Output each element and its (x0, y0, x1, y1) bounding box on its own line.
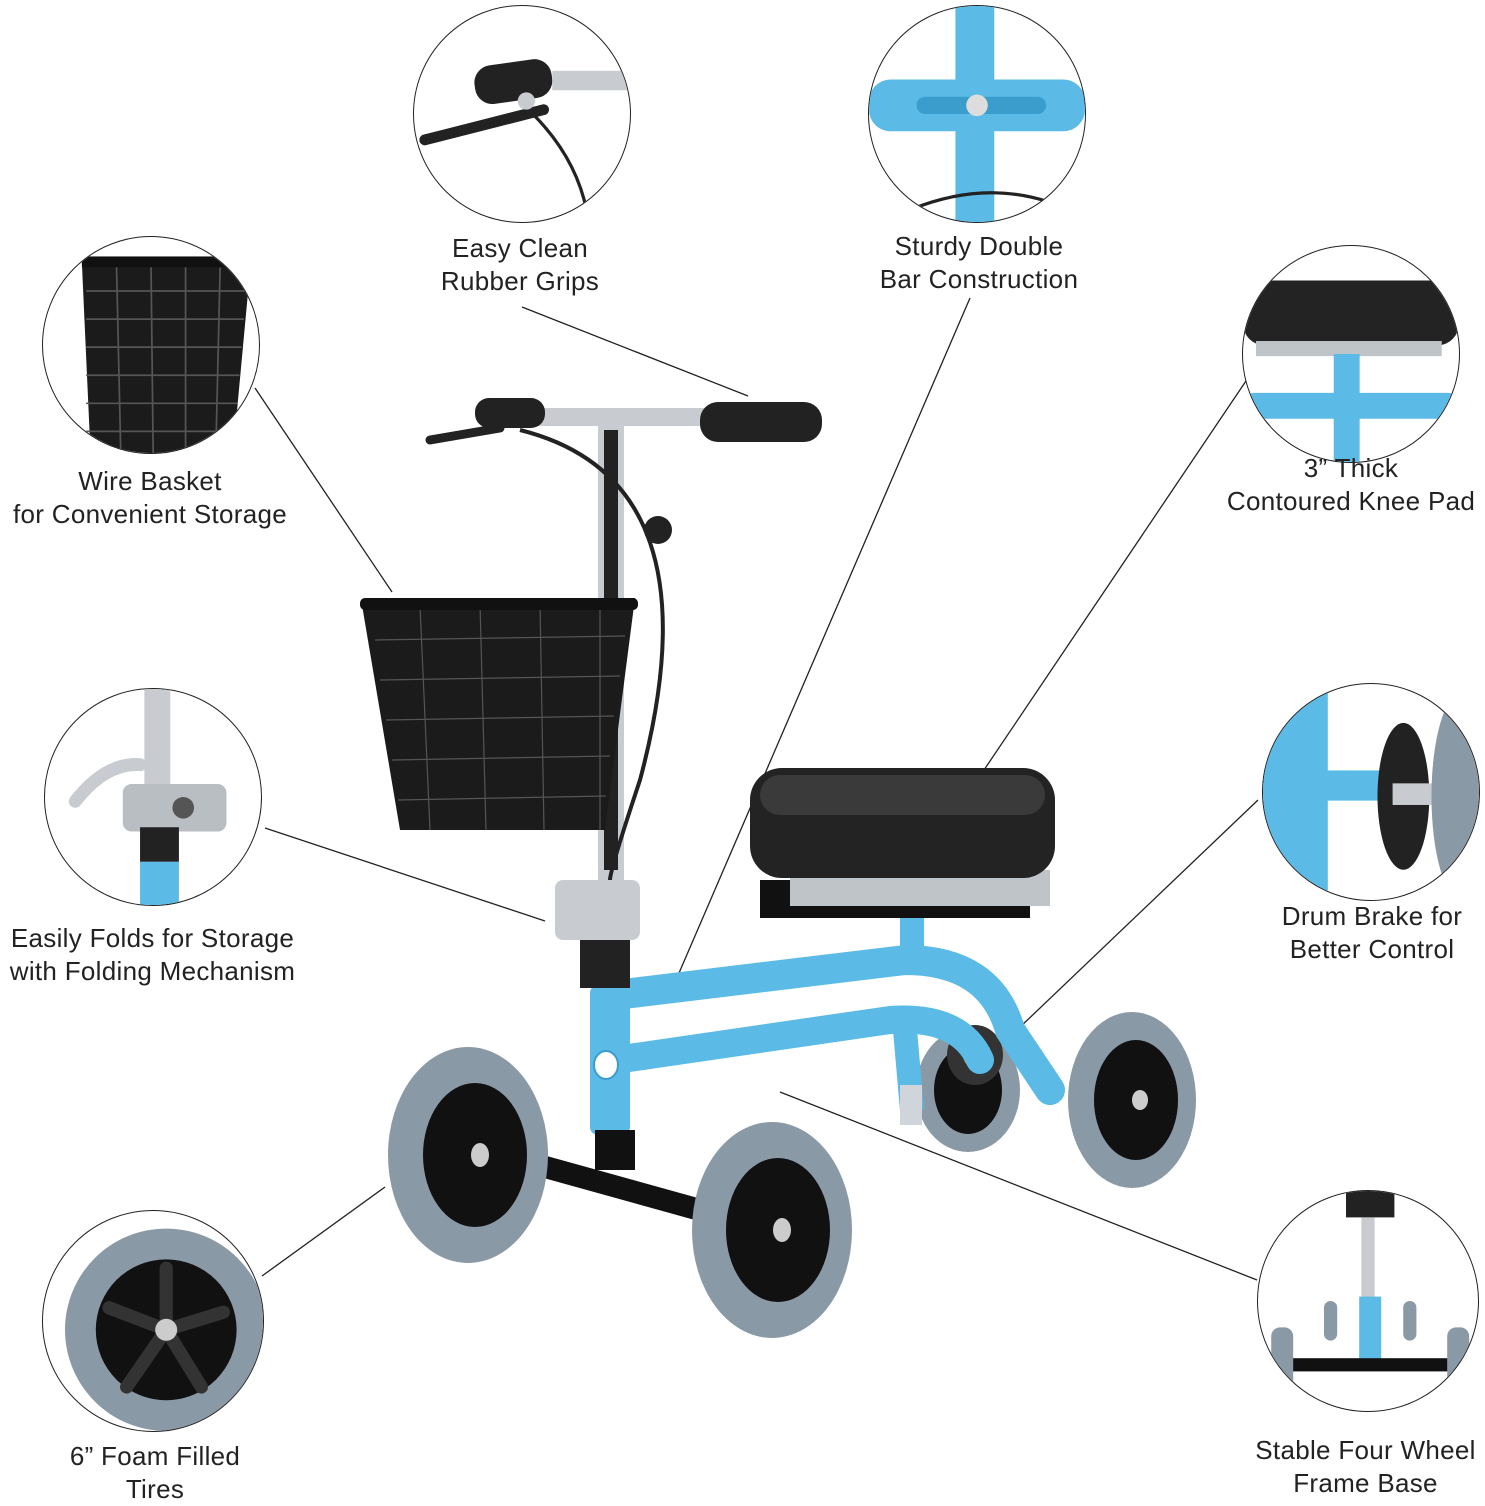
frame-base-detail-icon (1257, 1190, 1479, 1412)
label-drum-brake-line1: Drum Brake for (1281, 901, 1463, 931)
label-double-bar: Sturdy Double Bar Construction (864, 230, 1094, 296)
label-double-bar-line2: Bar Construction (879, 264, 1079, 294)
label-tires: 6” Foam Filled Tires (40, 1440, 270, 1506)
drum-brake-detail-icon (1262, 683, 1480, 901)
label-frame-base-line1: Stable Four Wheel (1255, 1435, 1476, 1465)
knee-pad-detail-icon (1242, 245, 1460, 463)
basket-detail-icon (42, 236, 260, 454)
label-folding: Easily Folds for Storage with Folding Me… (0, 922, 305, 988)
label-folding-line1: Easily Folds for Storage (10, 923, 295, 953)
label-basket-line2: for Convenient Storage (13, 499, 287, 529)
label-grips-line2: Rubber Grips (440, 266, 600, 296)
label-knee-pad: 3” Thick Contoured Knee Pad (1216, 452, 1485, 518)
label-folding-line2: with Folding Mechanism (9, 956, 296, 986)
label-grips-line1: Easy Clean (452, 233, 588, 263)
label-knee-pad-line1: 3” Thick (1303, 453, 1399, 483)
label-drum-brake: Drum Brake for Better Control (1262, 900, 1482, 966)
grip-detail-icon (413, 5, 631, 223)
label-double-bar-line1: Sturdy Double (894, 231, 1064, 261)
label-frame-base-line2: Frame Base (1293, 1468, 1438, 1498)
label-tires-line2: Tires (125, 1474, 185, 1504)
label-drum-brake-line2: Better Control (1289, 934, 1455, 964)
label-knee-pad-line2: Contoured Knee Pad (1226, 486, 1476, 516)
fold-mechanism-detail-icon (44, 688, 262, 906)
label-tires-line1: 6” Foam Filled (69, 1441, 241, 1471)
label-basket-line1: Wire Basket (78, 466, 222, 496)
double-bar-detail-icon (868, 5, 1086, 223)
label-frame-base: Stable Four Wheel Frame Base (1246, 1434, 1485, 1500)
label-grips: Easy Clean Rubber Grips (420, 232, 620, 298)
label-basket: Wire Basket for Convenient Storage (0, 465, 300, 531)
tire-detail-icon (42, 1210, 264, 1432)
